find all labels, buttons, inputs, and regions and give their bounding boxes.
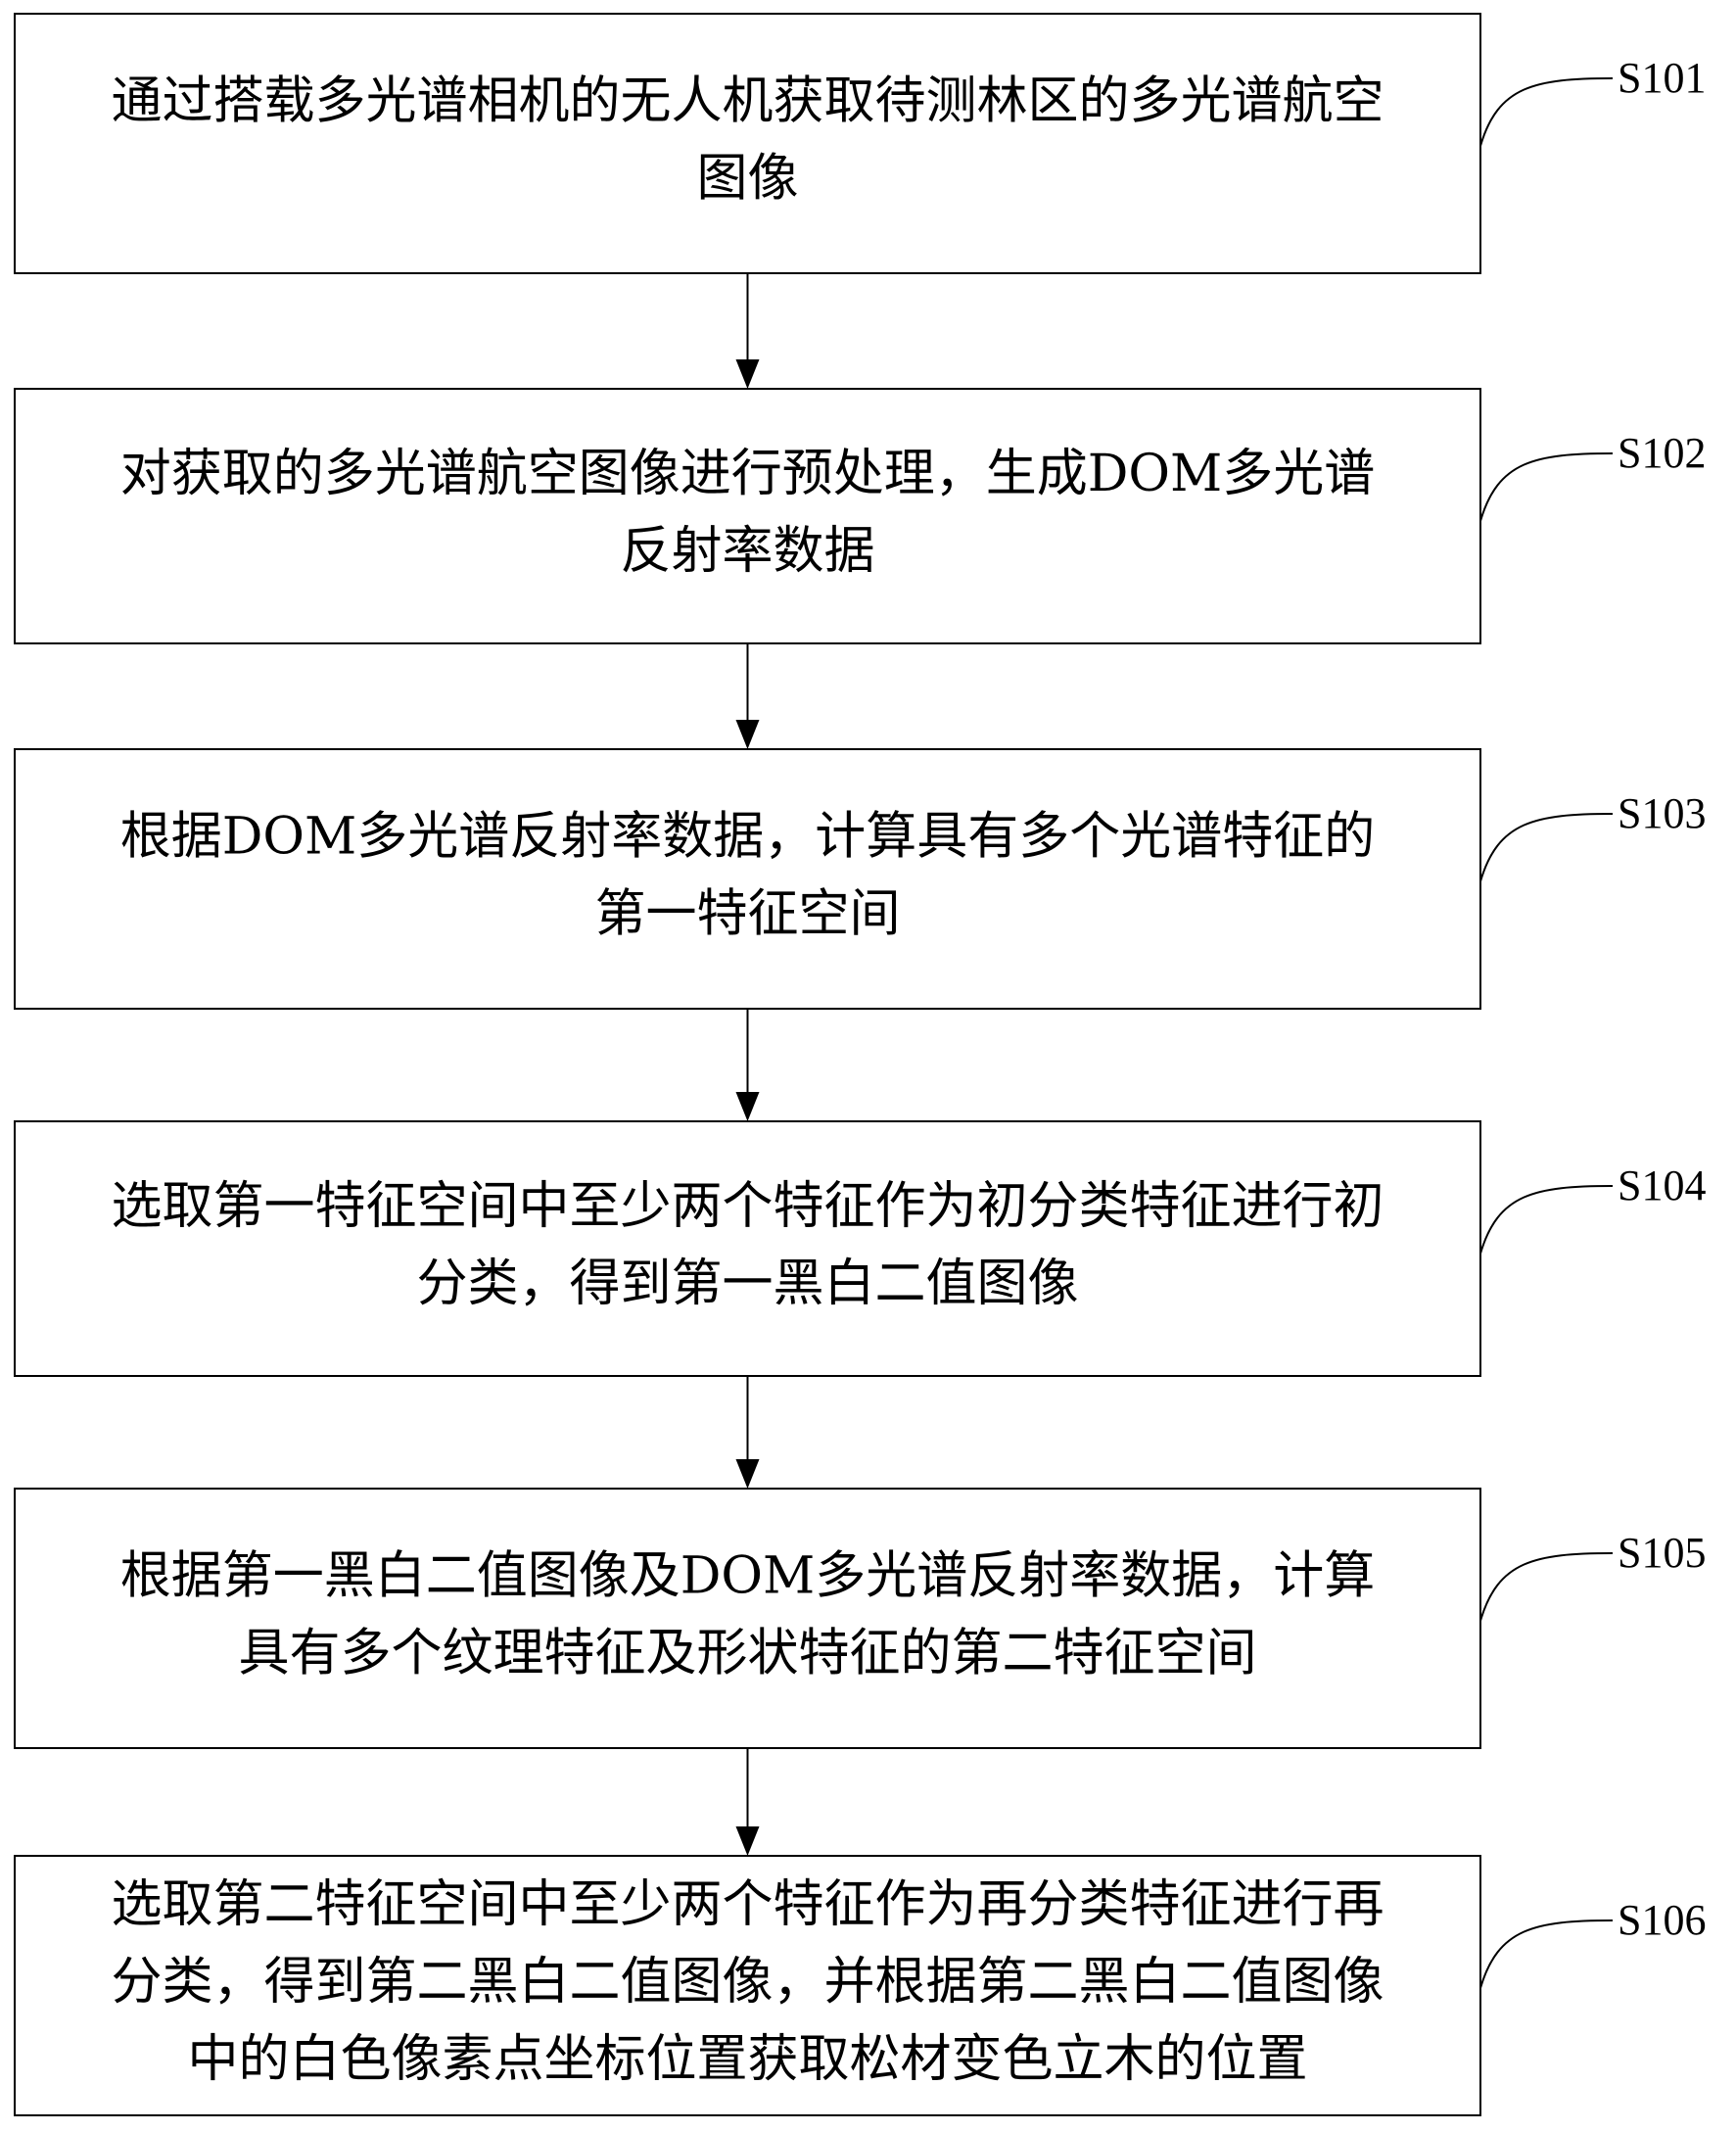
- step-text-line: 通过搭载多光谱相机的无人机获取待测林区的多光谱航空: [111, 72, 1384, 131]
- step-s105: 根据第一黑白二值图像及DOM多光谱反射率数据，计算具有多个纹理特征及形状特征的第…: [14, 1488, 1706, 1749]
- arrow-head: [735, 359, 760, 389]
- flow-arrow: [735, 643, 760, 749]
- step-s106: 选取第二特征空间中至少两个特征作为再分类特征进行再分类，得到第二黑白二值图像，并…: [14, 1855, 1706, 2116]
- flow-arrow: [735, 273, 760, 389]
- arrow-head: [735, 1459, 760, 1489]
- step-text-line: 根据DOM多光谱反射率数据，计算具有多个光谱特征的: [120, 808, 1376, 867]
- step-box: [14, 13, 1481, 274]
- step-text-line: 选取第二特征空间中至少两个特征作为再分类特征进行再: [111, 1875, 1384, 1934]
- step-box: [14, 388, 1481, 644]
- flow-arrow: [735, 1748, 760, 1856]
- step-label: S106: [1618, 1896, 1706, 1944]
- step-text-line: 对获取的多光谱航空图像进行预处理，生成DOM多光谱: [120, 445, 1376, 503]
- step-label: S102: [1618, 429, 1706, 477]
- step-text-line: 具有多个纹理特征及形状特征的第二特征空间: [238, 1625, 1256, 1683]
- arrow-head: [735, 1092, 760, 1121]
- step-box: [14, 748, 1481, 1010]
- step-label: S101: [1618, 54, 1706, 102]
- step-label-leader: [1479, 1552, 1614, 1622]
- step-text-line: 选取第一特征空间中至少两个特征作为初分类特征进行初: [111, 1177, 1384, 1236]
- arrow-head: [735, 720, 760, 749]
- step-label: S103: [1618, 789, 1706, 837]
- step-text-line: 反射率数据: [620, 522, 874, 581]
- step-text-line: 根据第一黑白二值图像及DOM多光谱反射率数据，计算: [120, 1547, 1376, 1606]
- step-label-leader: [1479, 452, 1614, 522]
- step-text-line: 第一特征空间: [594, 885, 900, 944]
- step-label-leader: [1479, 1185, 1614, 1255]
- flow-arrow: [735, 1376, 760, 1489]
- step-label-leader: [1479, 1919, 1614, 1989]
- step-label: S105: [1618, 1529, 1706, 1577]
- step-text-line: 图像: [696, 150, 798, 209]
- flow-arrow: [735, 1009, 760, 1121]
- step-label: S104: [1618, 1161, 1706, 1209]
- arrow-head: [735, 1826, 760, 1856]
- step-text-line: 中的白色像素点坐标位置获取松材变色立木的位置: [187, 2030, 1307, 2089]
- step-label-leader: [1479, 813, 1614, 882]
- step-box: [14, 1120, 1481, 1377]
- step-label-leader: [1479, 77, 1614, 147]
- step-text-line: 分类，得到第一黑白二值图像: [416, 1255, 1078, 1313]
- step-box: [14, 1488, 1481, 1749]
- step-box: [14, 1855, 1481, 2116]
- step-text-line: 分类，得到第二黑白二值图像，并根据第二黑白二值图像: [111, 1953, 1384, 2012]
